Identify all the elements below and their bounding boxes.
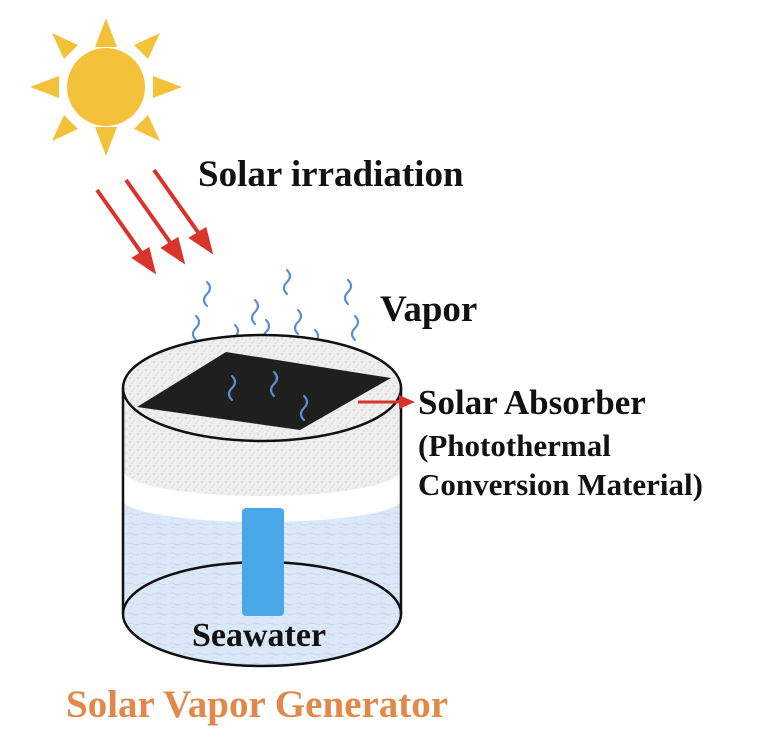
vapor-wisps-foreground: [227, 370, 309, 422]
photothermal-label-line1: (Photothermal: [418, 428, 611, 463]
solar-absorber-label: Solar Absorber: [418, 383, 646, 422]
solar-absorber-plate: [137, 352, 391, 430]
sun-icon: [30, 18, 182, 156]
diagram-title: Solar Vapor Generator: [66, 683, 449, 726]
photothermal-label-line2: Conversion Material): [418, 467, 703, 502]
vapor-label: Vapor: [380, 289, 478, 330]
seawater-label: Seawater: [192, 617, 327, 654]
absorber-pointer-arrow: [358, 395, 415, 409]
solar-irradiation-label: Solar irradiation: [198, 154, 464, 195]
solar-rays: [95, 168, 214, 275]
water-tube: [242, 508, 284, 616]
